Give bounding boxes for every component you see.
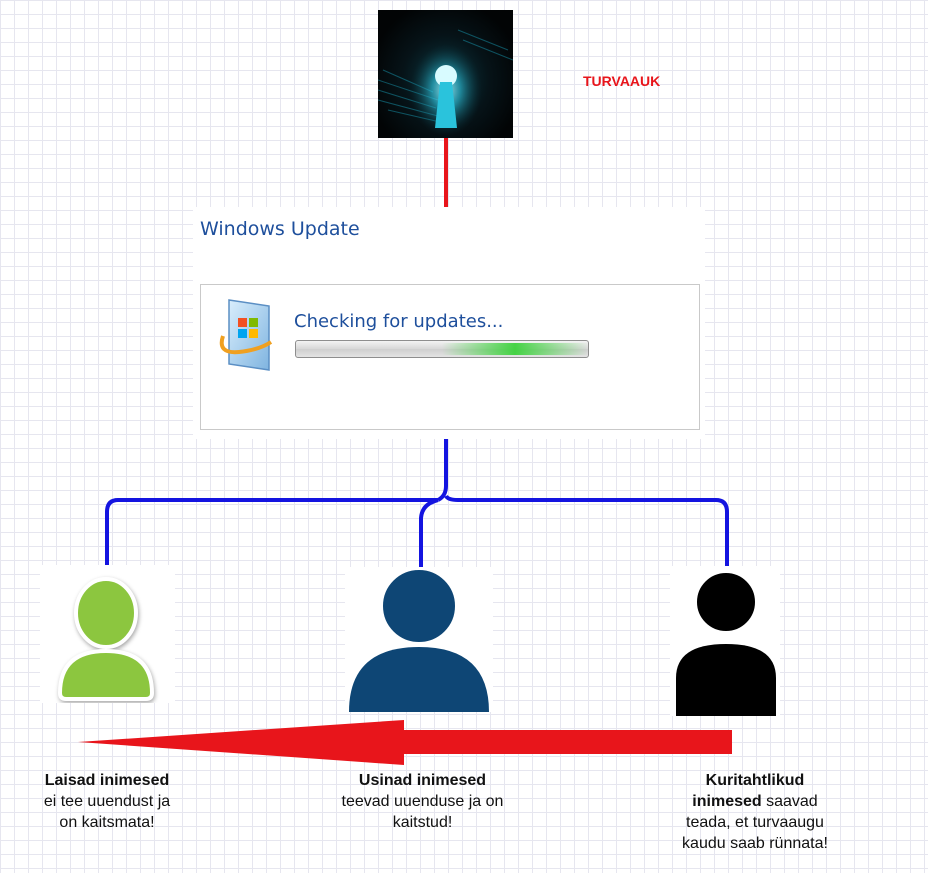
diligent-people-title: Usinad inimesed <box>358 772 487 789</box>
windows-update-title: Windows Update <box>200 218 360 240</box>
malicious-people-title-1: Kuritahtlikud <box>705 772 805 789</box>
keyhole-image <box>378 10 513 138</box>
keyhole-icon <box>378 29 513 136</box>
lazy-people-title: Laisad inimesed <box>44 772 170 789</box>
diligent-people-desc-1: teevad uuenduse ja on <box>341 793 504 810</box>
person-icon <box>57 577 155 701</box>
person-icon <box>349 566 489 712</box>
blue-connector-middle <box>419 498 439 582</box>
lazy-people-label: Laisad inimesed ei tee uuendust ja on ka… <box>12 770 202 833</box>
malicious-people-desc-1: teada, et turvaaugu <box>686 814 824 831</box>
malicious-people-desc-2: kaudu saab rünnata! <box>682 835 828 852</box>
malicious-people-label: Kuritahtlikud inimesed saavad teada, et … <box>650 770 860 854</box>
lazy-people-desc-1: ei tee uuendust ja <box>43 793 171 810</box>
lazy-people-desc-2: on kaitsmata! <box>59 814 155 831</box>
arrow-left-icon <box>78 720 732 765</box>
malicious-people-desc-0: saavad <box>761 793 818 810</box>
malicious-person-icon-box <box>670 566 780 716</box>
diligent-person-icon-box <box>345 566 493 712</box>
blue-connector-right <box>444 494 729 580</box>
security-hole-label: TURVAAUK <box>583 73 661 89</box>
lazy-person-icon-box <box>40 565 175 703</box>
windows-update-icon <box>219 296 275 376</box>
update-progress-bar <box>295 340 589 358</box>
diligent-people-desc-2: kaitstud! <box>392 814 453 831</box>
update-status-text: Checking for updates... <box>294 311 504 332</box>
diligent-people-label: Usinad inimesed teevad uuenduse ja on ka… <box>300 770 545 833</box>
person-icon <box>676 569 776 716</box>
progress-indicator <box>296 343 588 355</box>
malicious-people-title-2: inimesed <box>692 793 762 810</box>
blue-connector-left <box>105 498 438 578</box>
blue-connector-trunk <box>437 432 448 502</box>
